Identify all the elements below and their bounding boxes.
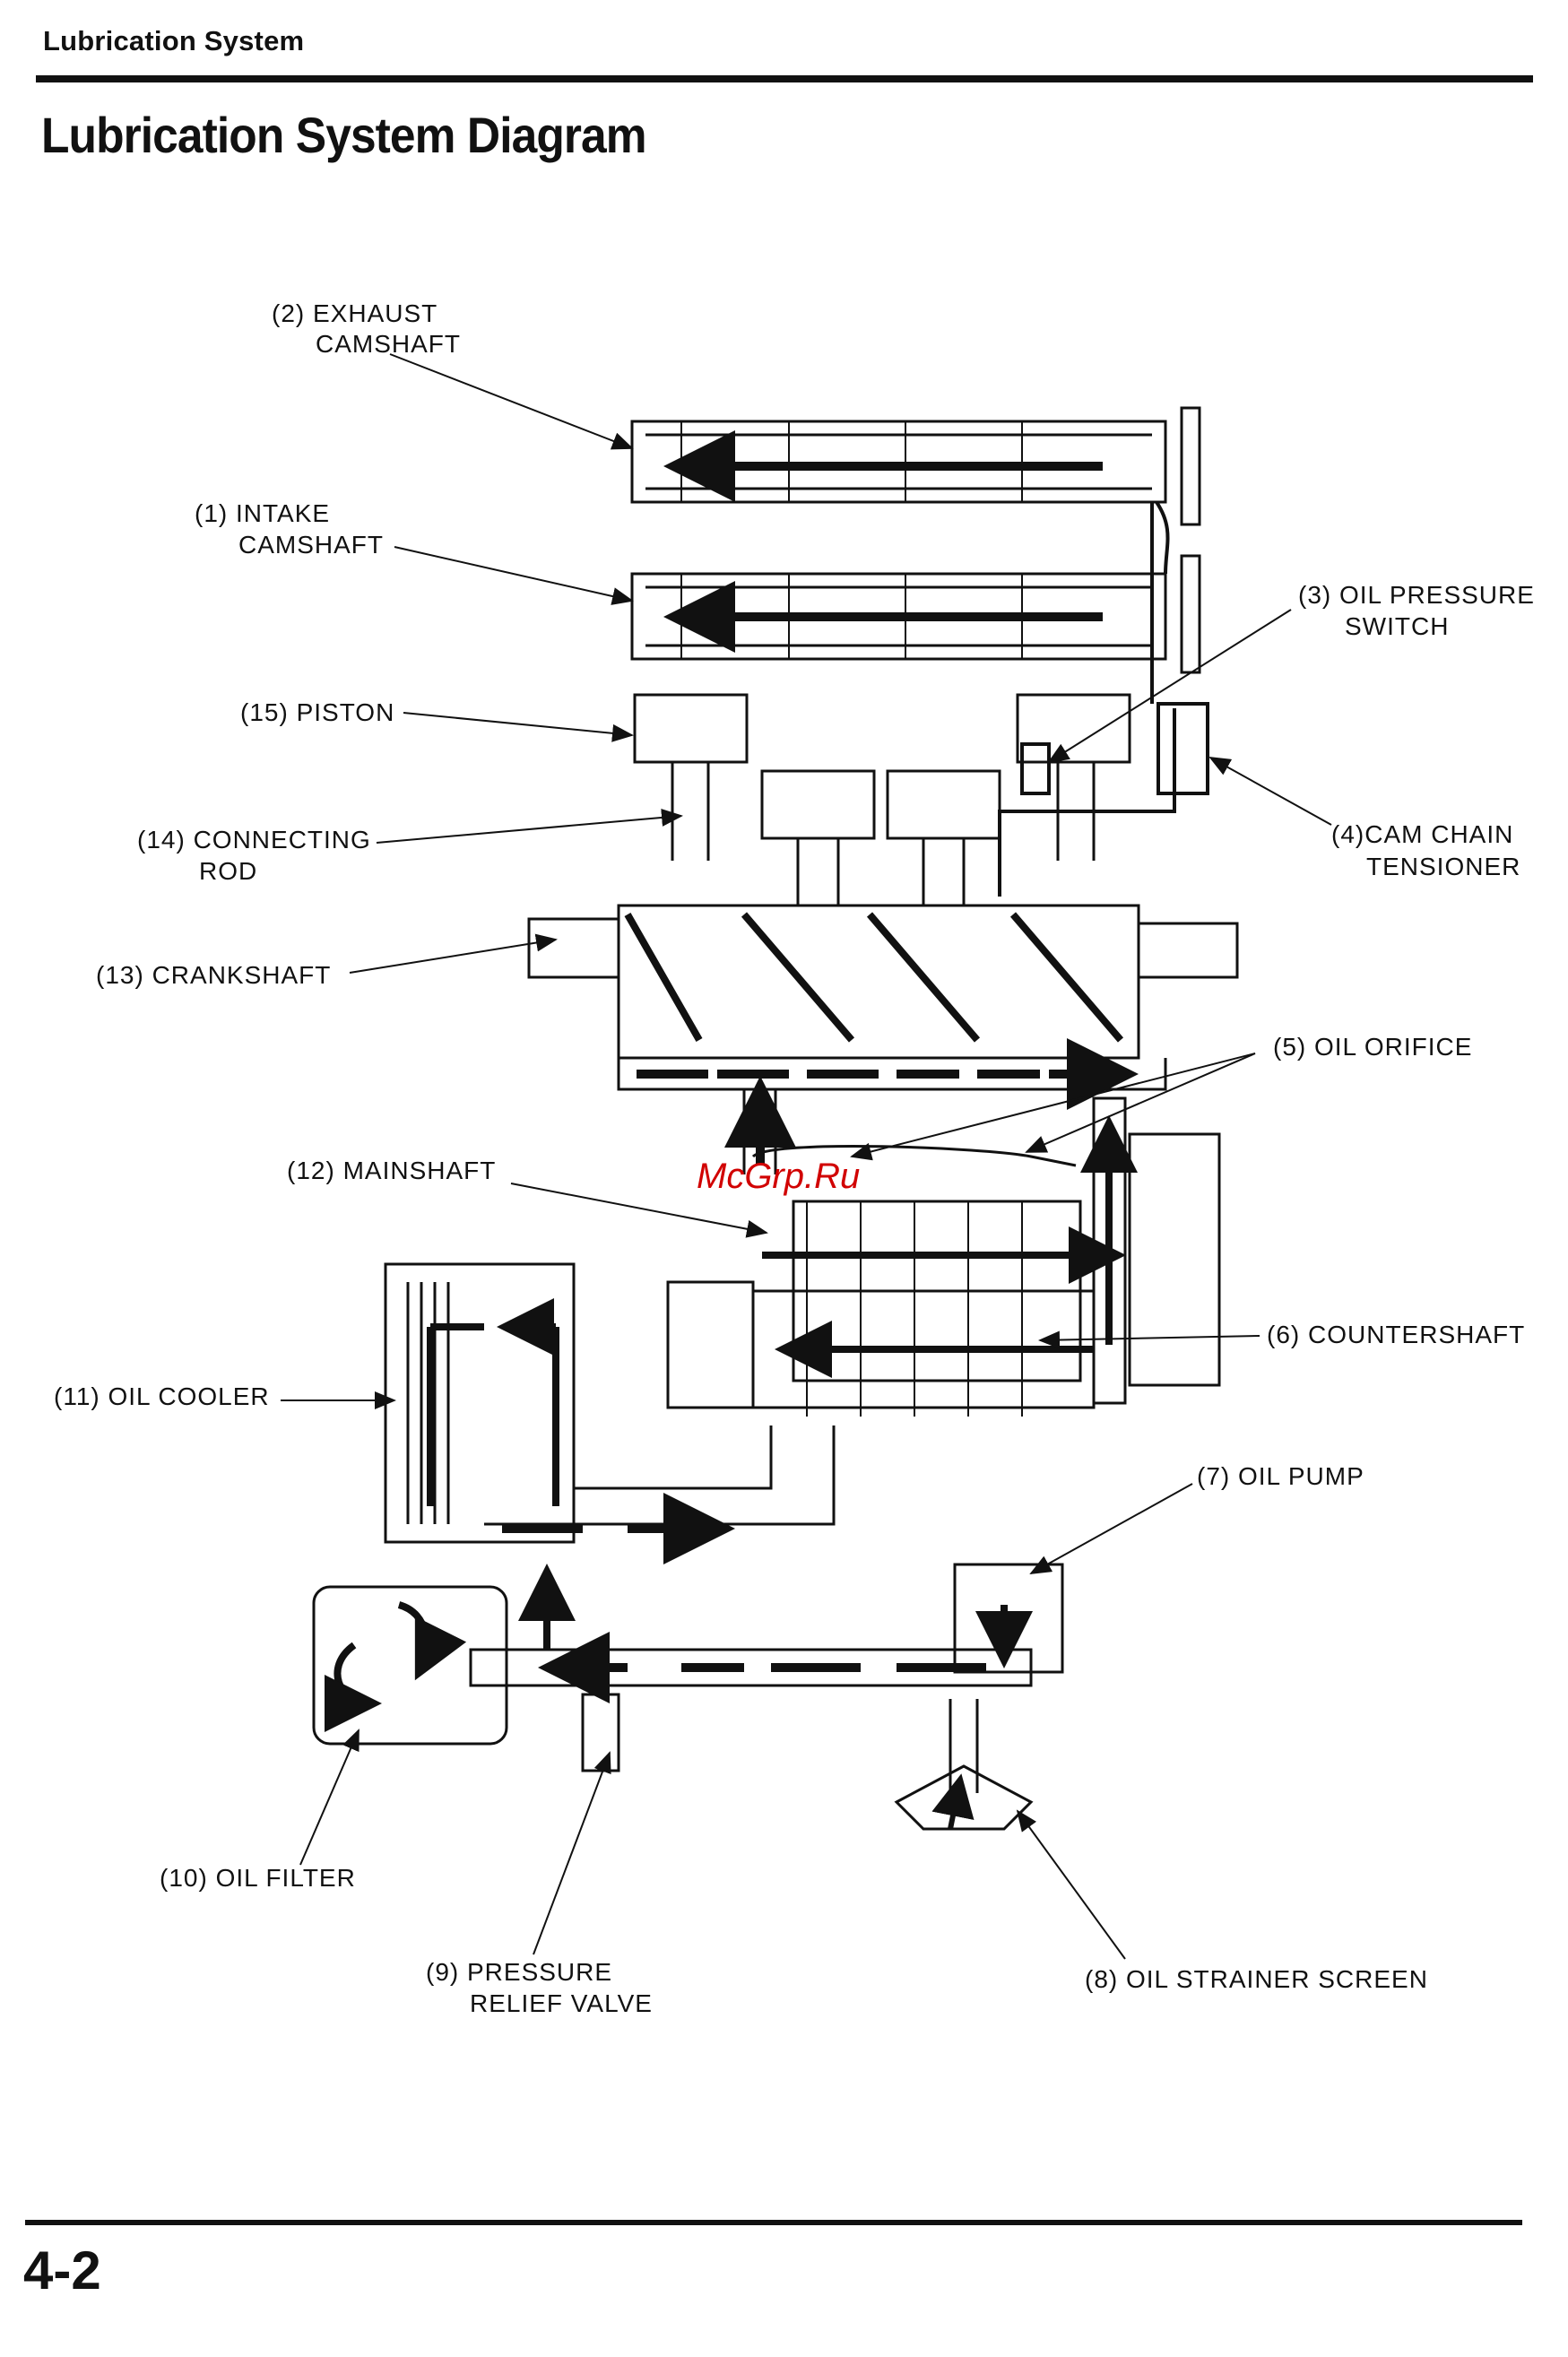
page-number: 4-2 [23, 2240, 101, 2301]
label-pressure-relief-valve-1: (9) PRESSURE [426, 1958, 612, 1986]
section-header: Lubrication System [43, 25, 305, 56]
upper-oil-passage [998, 502, 1209, 897]
header-rule [36, 75, 1533, 82]
label-oil-pressure-switch-1: (3) OIL PRESSURE [1298, 581, 1535, 609]
label-oil-strainer-screen: (8) OIL STRAINER SCREEN [1085, 1965, 1428, 1993]
label-exhaust-camshaft-2: CAMSHAFT [316, 330, 461, 358]
label-cam-chain-tensioner-1: (4)CAM CHAIN [1331, 820, 1513, 848]
label-oil-orifice: (5) OIL ORIFICE [1273, 1033, 1472, 1061]
oil-filter [312, 1585, 508, 1746]
intake-camshaft [630, 572, 1167, 661]
label-cam-chain-tensioner-2: TENSIONER [1366, 853, 1520, 880]
label-intake-camshaft-1: (1) INTAKE [195, 499, 330, 527]
oil-pump-and-strainer [894, 1563, 1064, 1831]
label-oil-filter: (10) OIL FILTER [160, 1864, 356, 1892]
leader-lines [281, 353, 1332, 1960]
page-title: Lubrication System Diagram [41, 107, 647, 163]
footer-rule [25, 2220, 1522, 2225]
pistons [633, 693, 1131, 906]
label-countershaft: (6) COUNTERSHAFT [1267, 1321, 1525, 1348]
label-crankshaft: (13) CRANKSHAFT [96, 961, 331, 989]
label-intake-camshaft-2: CAMSHAFT [238, 531, 384, 559]
label-oil-cooler: (11) OIL COOLER [54, 1382, 270, 1410]
exhaust-camshaft [630, 420, 1167, 504]
oil-cooler [384, 1262, 836, 1542]
label-connecting-rod-2: ROD [199, 857, 257, 885]
label-piston: (15) PISTON [240, 698, 394, 726]
main-oil-gallery [469, 1564, 1033, 1772]
label-connecting-rod-1: (14) CONNECTING [137, 826, 371, 854]
label-pressure-relief-valve-2: RELIEF VALVE [470, 1989, 653, 2017]
crankcase [527, 904, 1239, 1089]
label-oil-pressure-switch-2: SWITCH [1345, 612, 1449, 640]
label-oil-pump: (7) OIL PUMP [1197, 1462, 1364, 1490]
label-mainshaft: (12) MAINSHAFT [287, 1157, 496, 1184]
watermark: McGrp.Ru [697, 1157, 861, 1196]
label-exhaust-camshaft-1: (2) EXHAUST [272, 299, 437, 327]
transmission [666, 1076, 1221, 1417]
cam-sprockets [1155, 406, 1201, 674]
